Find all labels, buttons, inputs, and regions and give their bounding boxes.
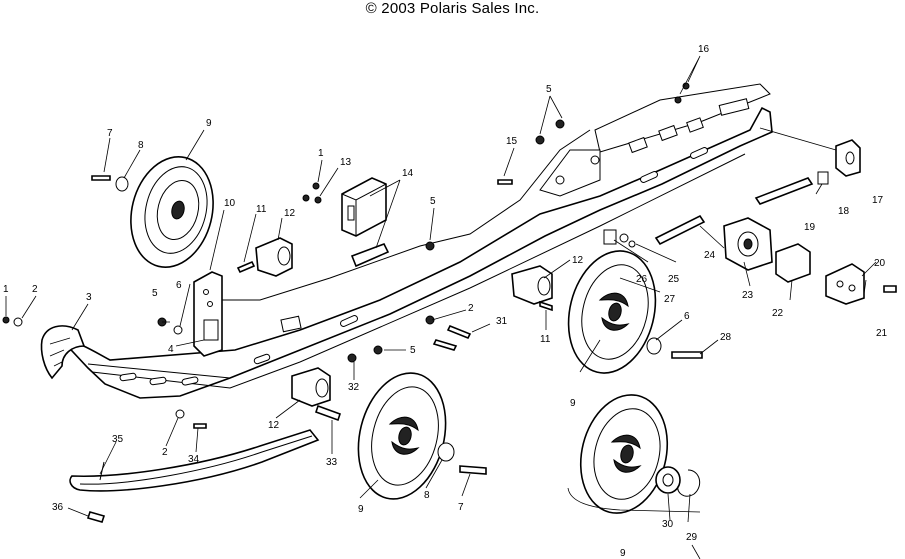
front-bracket [193, 271, 223, 357]
shock-mount-center [511, 265, 553, 305]
callout-5b: 5 [546, 84, 552, 95]
callout-14: 14 [402, 168, 414, 179]
bushing-26 [603, 229, 617, 245]
callout-2a: 2 [32, 284, 38, 295]
callout-12b: 12 [572, 255, 584, 266]
adjuster-block [775, 243, 811, 283]
callout-25: 25 [668, 274, 680, 285]
callout-5a: 5 [430, 196, 436, 207]
callout-11b: 11 [540, 334, 551, 345]
callout-9a: 9 [206, 118, 212, 129]
callout-9d: 9 [620, 548, 626, 559]
callout-23: 23 [742, 290, 754, 301]
callout-12a: 12 [284, 208, 296, 219]
rear-axle [603, 171, 829, 246]
wheel-upper-left [130, 156, 214, 268]
callout-2b: 2 [468, 303, 474, 314]
callout-13: 13 [340, 157, 352, 168]
callout-22: 22 [772, 308, 784, 319]
callout-7a: 7 [107, 128, 113, 139]
rear-cap [835, 139, 861, 177]
callout-31: 31 [496, 316, 508, 327]
callout-6a: 6 [176, 280, 182, 291]
callout-21: 21 [876, 328, 888, 339]
callout-6b: 6 [684, 311, 690, 322]
callout-17: 17 [872, 195, 884, 206]
wheel-lower-right [579, 394, 669, 514]
callout-15: 15 [506, 136, 518, 147]
callout-1a: 1 [3, 284, 9, 295]
callout-36: 36 [52, 502, 64, 513]
callout-33: 33 [326, 457, 338, 468]
callout-2c: 2 [162, 447, 168, 458]
limiter-strap [350, 242, 390, 268]
callout-28: 28 [720, 332, 732, 343]
washer-8 [437, 442, 455, 462]
leader-lines [5, 55, 877, 559]
callout-24: 24 [704, 250, 716, 261]
rear-axle-bracket [723, 217, 773, 271]
callout-27: 27 [664, 294, 676, 305]
copyright-text: © 2003 Polaris Sales Inc. [365, 0, 540, 17]
wheel-lower-center [357, 372, 447, 500]
callout-labels: 1 2 3 7 8 9 10 11 12 1 13 14 5 15 5 16 1… [3, 44, 888, 559]
shock-mount-upper [255, 237, 293, 277]
main-rail [57, 83, 773, 399]
washer-8-upper [115, 176, 129, 192]
callout-18: 18 [838, 206, 850, 217]
callout-5d: 5 [152, 288, 158, 299]
callout-9b: 9 [570, 398, 576, 409]
callout-3: 3 [86, 292, 92, 303]
callout-20: 20 [874, 258, 886, 269]
callout-5c: 5 [410, 345, 416, 356]
shock-mount-lower [291, 367, 331, 407]
limiter-block [341, 177, 387, 237]
callout-34: 34 [188, 454, 200, 465]
callout-11a: 11 [256, 204, 267, 215]
rail-tip [40, 325, 86, 380]
callout-19: 19 [804, 222, 816, 233]
callout-30: 30 [662, 519, 674, 530]
callout-10: 10 [224, 198, 236, 209]
end-cap [825, 263, 865, 305]
callout-8b: 8 [424, 490, 430, 501]
callout-4: 4 [168, 344, 174, 355]
callout-1b: 1 [318, 148, 324, 159]
wear-strip [69, 429, 320, 492]
callout-7b: 7 [458, 502, 464, 513]
callout-29: 29 [686, 532, 698, 543]
fasteners [2, 82, 897, 523]
callout-16: 16 [698, 44, 710, 55]
washer-6 [646, 337, 662, 355]
callout-26: 26 [636, 274, 648, 285]
callout-32: 32 [348, 382, 360, 393]
callout-35: 35 [112, 434, 124, 445]
callout-8a: 8 [138, 140, 144, 151]
wheel-center [567, 250, 657, 374]
callout-9c: 9 [358, 504, 364, 515]
callout-12c: 12 [268, 420, 280, 431]
snap-ring [677, 469, 701, 497]
